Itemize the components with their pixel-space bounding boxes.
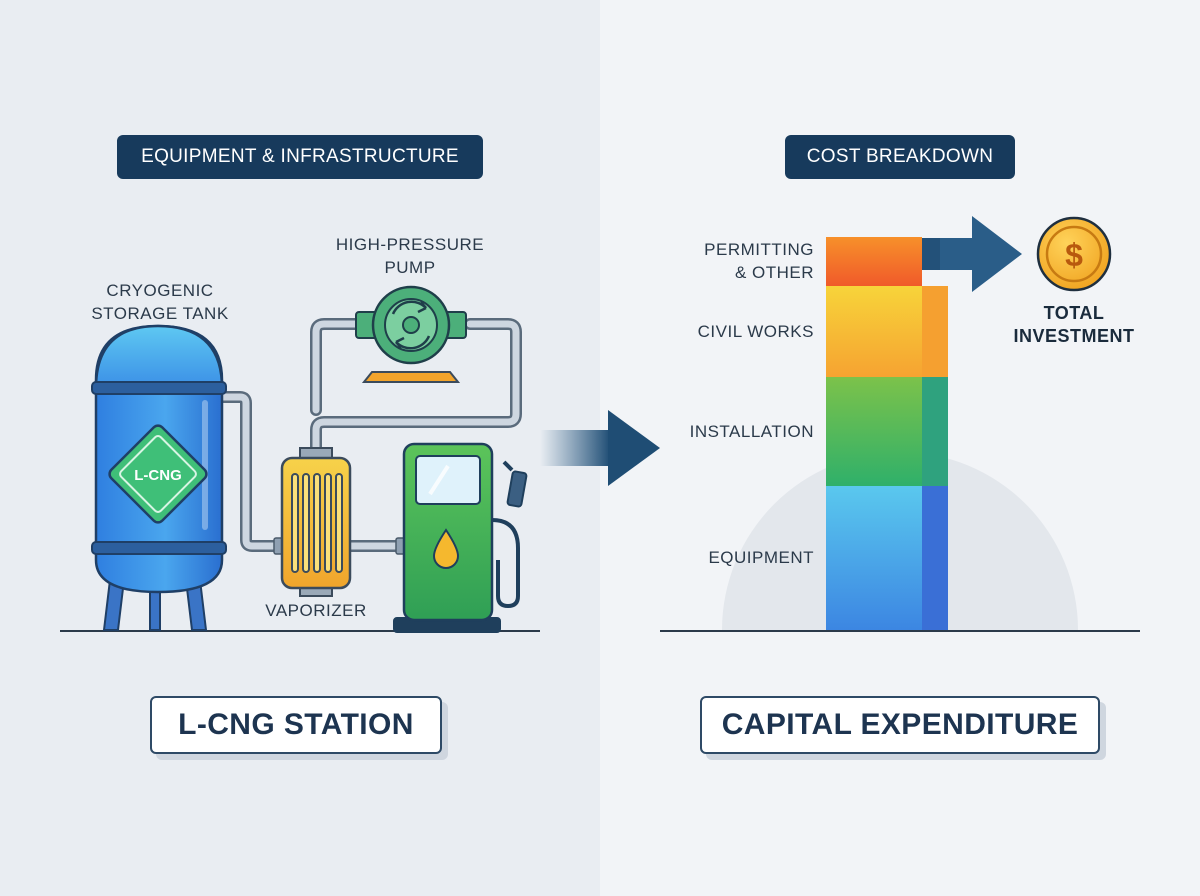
- tank-label: CRYOGENIC STORAGE TANK: [80, 279, 240, 325]
- segment-civil-works-side: [922, 286, 948, 377]
- capital-expenditure-title: CAPITAL EXPENDITURE: [700, 696, 1100, 754]
- tank-label-line2: STORAGE TANK: [91, 304, 229, 323]
- segment-permitting: [826, 237, 922, 286]
- vaporizer: [280, 447, 352, 597]
- segment-equipment-side: [922, 486, 948, 630]
- label-civil-works: CIVIL WORKS: [697, 322, 814, 341]
- l-cng-badge-text: L-CNG: [134, 467, 182, 484]
- pump-label-line2: PUMP: [384, 258, 436, 277]
- label-permitting: PERMITTING & OTHER: [650, 238, 814, 284]
- transition-arrow: [540, 410, 660, 486]
- total-arrow: [922, 216, 1022, 292]
- cost-breakdown-header: COST BREAKDOWN: [785, 135, 1015, 179]
- pipe-network: [216, 318, 522, 555]
- dollar-coin-icon: $: [1036, 216, 1112, 292]
- pump-label-line1: HIGH-PRESSURE: [335, 235, 485, 254]
- total-line1: TOTAL: [1043, 303, 1105, 323]
- label-permitting-line1: PERMITTING: [704, 240, 814, 259]
- cost-stack-bar: [826, 237, 948, 630]
- pump-label: HIGH-PRESSURE PUMP: [330, 233, 490, 279]
- high-pressure-pump: [355, 285, 467, 383]
- l-cng-badge: [108, 424, 208, 524]
- segment-installation-side: [922, 377, 948, 486]
- tank-label-line1: CRYOGENIC: [106, 281, 214, 300]
- l-cng-station-title: L-CNG STATION: [150, 696, 442, 754]
- label-installation: INSTALLATION: [689, 422, 814, 441]
- cryogenic-storage-tank: L-CNG: [91, 324, 227, 631]
- coin-symbol: $: [1065, 237, 1083, 273]
- total-investment-label: TOTAL INVESTMENT: [1004, 302, 1144, 348]
- vaporizer-label: VAPORIZER: [265, 601, 367, 620]
- label-equipment: EQUIPMENT: [708, 548, 814, 567]
- label-permitting-line2: & OTHER: [734, 263, 814, 282]
- equipment-header: EQUIPMENT & INFRASTRUCTURE: [117, 135, 483, 179]
- fuel-dispenser: [393, 442, 528, 633]
- total-line2: INVESTMENT: [1013, 326, 1135, 346]
